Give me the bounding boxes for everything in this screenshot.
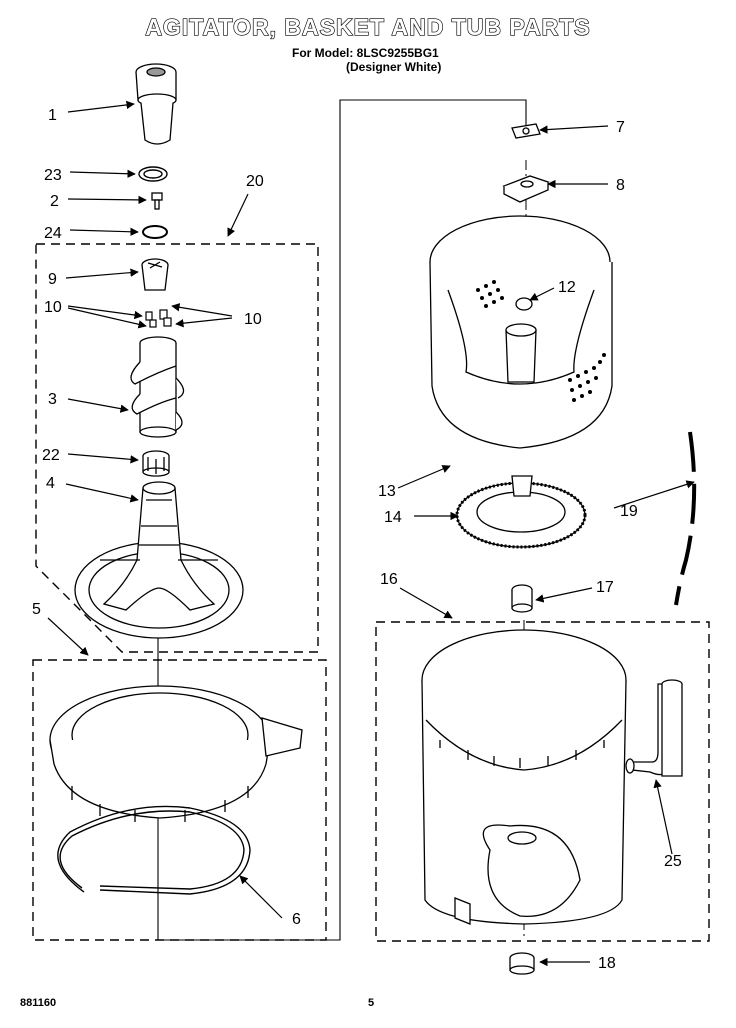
- callout-25: 25: [664, 853, 682, 870]
- callout-13: 13: [378, 483, 396, 500]
- callout-22: 22: [42, 447, 60, 464]
- spin-basket-part: [429, 215, 613, 449]
- callout-1: 1: [48, 107, 57, 124]
- model-variant: (Designer White): [346, 60, 442, 74]
- callout-7: 7: [616, 119, 625, 136]
- coupling-part: [511, 584, 533, 613]
- agitator-base-part: [74, 481, 244, 639]
- group-16-outline: [375, 621, 710, 942]
- callout-10-left: 10: [44, 299, 62, 316]
- agitator-cap-part: [135, 63, 177, 145]
- tub-part: [421, 629, 627, 925]
- seal-ring-part: [142, 225, 168, 239]
- callout-8: 8: [616, 177, 625, 194]
- callout-14: 14: [384, 509, 402, 526]
- drive-clip-part: [511, 123, 541, 139]
- callout-2: 2: [50, 193, 59, 210]
- tub-ring-part: [49, 685, 303, 822]
- callout-12: 12: [558, 279, 576, 296]
- bearing-part: [142, 450, 170, 477]
- callout-10-right: 10: [244, 311, 262, 328]
- callout-19: 19: [620, 503, 638, 520]
- callout-20: 20: [246, 173, 264, 190]
- wire-ring-part: [57, 805, 251, 895]
- balance-ring-part: [455, 475, 587, 549]
- callout-5: 5: [32, 601, 41, 618]
- group-20-outline: [35, 243, 319, 653]
- callout-17: 17: [596, 579, 614, 596]
- callout-18: 18: [598, 955, 616, 972]
- tube-part: [674, 431, 697, 606]
- callout-16: 16: [380, 571, 398, 588]
- cam-ring-part: [138, 166, 168, 182]
- callout-23: 23: [44, 167, 62, 184]
- callout-24: 24: [44, 225, 62, 242]
- dog-cam-part: [141, 258, 169, 291]
- callout-3: 3: [48, 391, 57, 408]
- page-title: AGITATOR, BASKET AND TUB PARTS: [145, 13, 591, 40]
- drive-block-part: [502, 175, 550, 203]
- model-info: For Model: 8LSC9255BG1 (Designer White): [292, 46, 441, 74]
- callout-6: 6: [292, 911, 301, 928]
- callout-4: 4: [46, 475, 55, 492]
- model-line: For Model: 8LSC9255BG1: [292, 46, 439, 60]
- document-number: 881160: [20, 997, 57, 1009]
- seal-part: [509, 952, 535, 975]
- auger-part: [130, 336, 185, 438]
- callout-9: 9: [48, 271, 57, 288]
- page-number: 5: [368, 997, 375, 1009]
- basket-holes: [476, 280, 606, 402]
- dog-parts: [145, 309, 172, 328]
- hose-part: [625, 679, 683, 777]
- bolt-part: [151, 192, 163, 210]
